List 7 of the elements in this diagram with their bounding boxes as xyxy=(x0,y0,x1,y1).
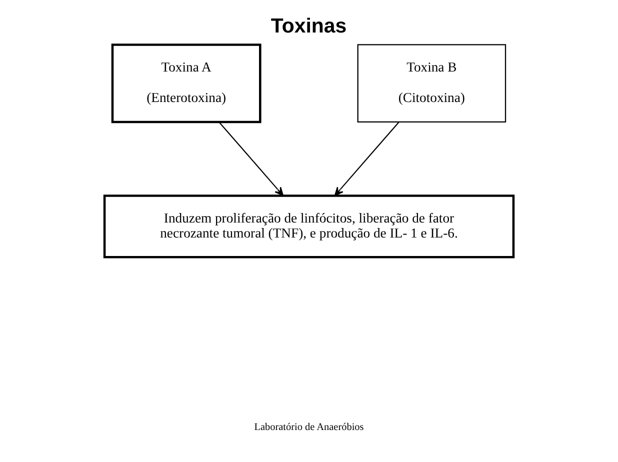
arrow xyxy=(334,122,400,196)
node-box: Toxina A (Enterotoxina) xyxy=(111,44,262,124)
label: Laboratório de Anaeróbios xyxy=(254,422,364,434)
node-box: Toxina B (Citotoxina) xyxy=(357,44,506,123)
diagram-title: Toxinas xyxy=(270,14,347,38)
node-box: Induzem proliferação de linfócitos, liberação de fator necrozante tumoral (TNF), e produção de IL- 1 e IL-6. xyxy=(103,194,515,258)
arrow xyxy=(218,122,284,196)
